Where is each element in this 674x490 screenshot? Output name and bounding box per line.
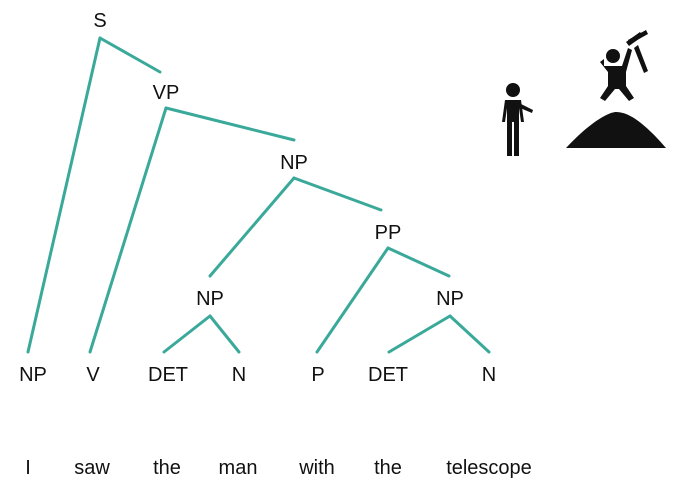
tree-node-np1: NP: [280, 152, 308, 174]
sentence-word: man: [219, 457, 258, 479]
tree-edge-vp-v: [88, 106, 168, 354]
tree-edge-pp-np3: [386, 246, 451, 278]
tree-node-n2: N: [482, 364, 496, 386]
tree-edge-np2-det1: [162, 314, 212, 354]
sentence-word: telescope: [446, 457, 532, 479]
sentence-word: with: [298, 457, 335, 479]
standing-man-icon: [502, 83, 533, 156]
tree-node-s: S: [93, 10, 106, 32]
tree-edge-np3-det2: [387, 314, 452, 354]
tree-node-np0: NP: [19, 364, 47, 386]
sentence-word: the: [374, 457, 402, 479]
tree-node-pp: PP: [375, 222, 402, 244]
hill-with-man-holding-telescope-icon: [566, 30, 666, 148]
tree-edge-pp-p: [315, 246, 390, 354]
sentence-word: the: [153, 457, 181, 479]
tree-node-p: P: [311, 364, 324, 386]
sentence-word: I: [25, 457, 31, 479]
tree-edge-s-np0: [26, 36, 102, 354]
tree-node-v: V: [86, 364, 100, 386]
tree-edge-np1-pp: [292, 176, 383, 212]
tree-node-det1: DET: [148, 364, 188, 386]
tree-node-np2: NP: [196, 288, 224, 310]
tree-edges: [26, 36, 491, 354]
tree-node-np3: NP: [436, 288, 464, 310]
tree-edge-np3-n2: [448, 314, 491, 354]
tree-edge-vp-np1: [164, 106, 296, 142]
tree-edge-np2-n1: [208, 314, 241, 354]
sentence-word: saw: [74, 457, 110, 479]
tree-edge-np1-np2: [208, 176, 296, 278]
tree-edge-s-vp: [98, 36, 162, 74]
tree-node-n1: N: [232, 364, 246, 386]
tree-node-vp: VP: [153, 82, 180, 104]
tree-node-det2: DET: [368, 364, 408, 386]
